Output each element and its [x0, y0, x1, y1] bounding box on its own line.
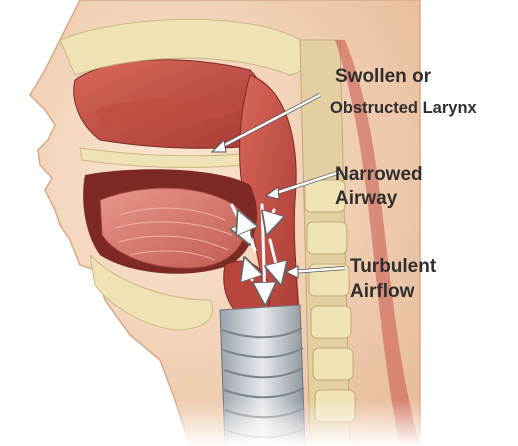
label-airflow-line2: Airflow: [350, 281, 415, 302]
label-airflow-line1: Turbulent: [350, 256, 437, 277]
label-larynx-line2: Obstructed Larynx: [330, 99, 478, 117]
label-larynx-line1: Swollen or: [335, 66, 432, 87]
label-airway-line2: Airway: [335, 188, 398, 209]
bottom-fade: [0, 400, 518, 446]
label-airway-line1: Narrowed: [335, 164, 423, 185]
